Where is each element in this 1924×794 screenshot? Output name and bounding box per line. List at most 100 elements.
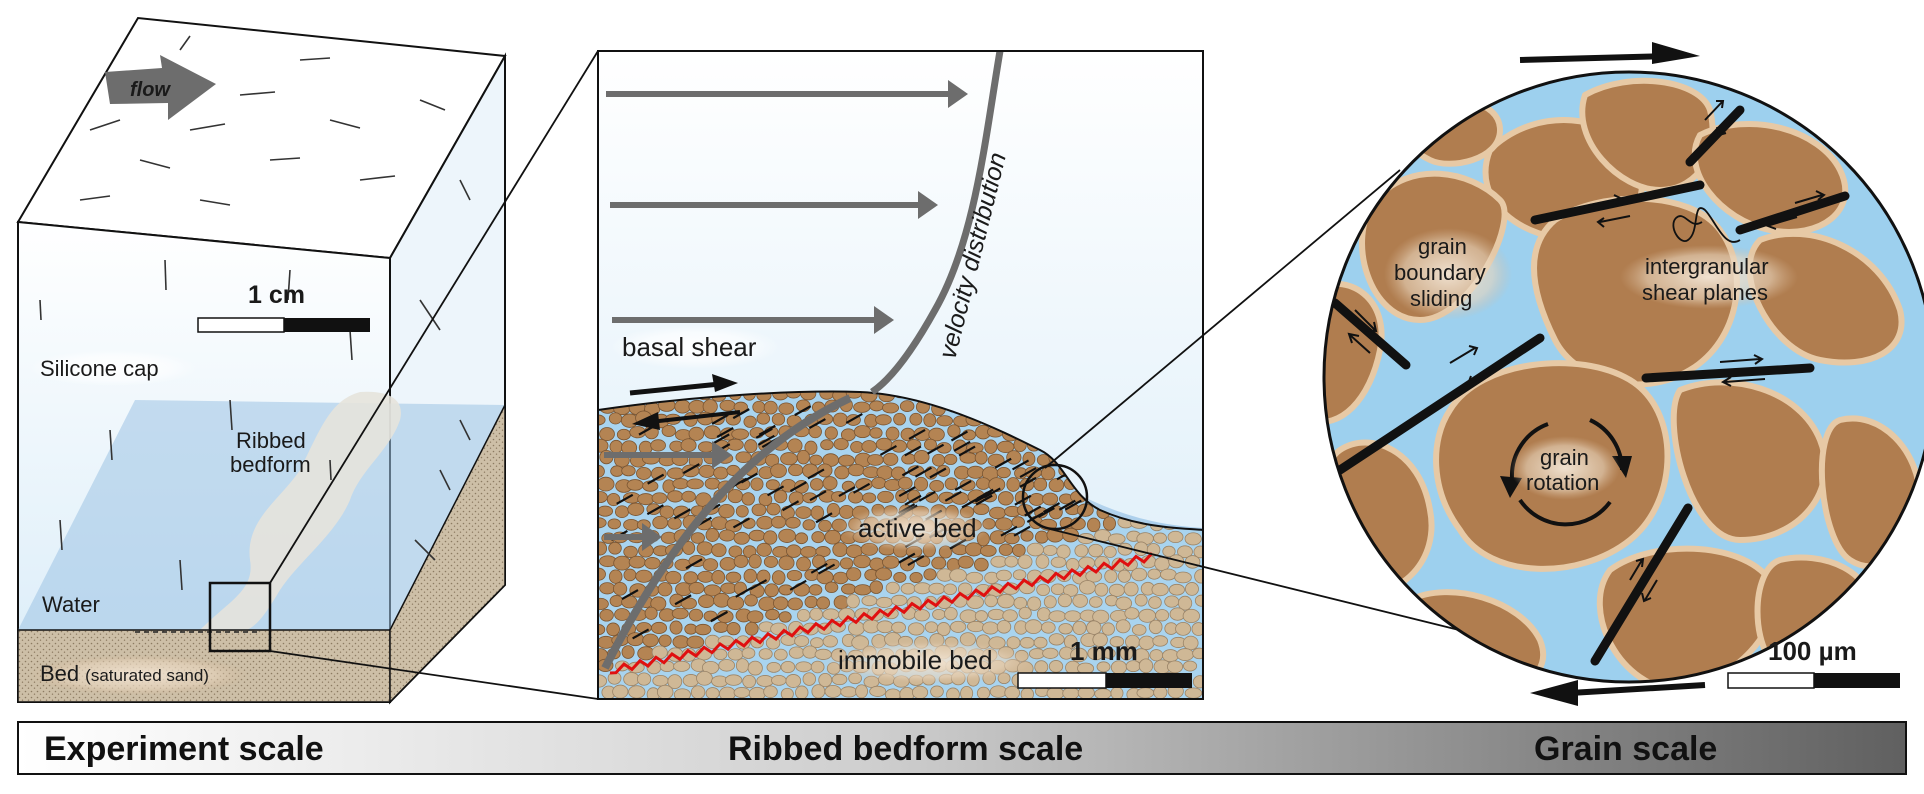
sand-grain bbox=[943, 453, 958, 465]
grain-circle-outline bbox=[1322, 70, 1924, 684]
sand-grain bbox=[847, 463, 865, 477]
sand-grain bbox=[650, 596, 667, 611]
shear-plane-tick bbox=[1011, 459, 1030, 471]
experiment-scale-bar-black bbox=[284, 318, 370, 332]
sand-grain bbox=[686, 478, 704, 490]
sand-grain bbox=[875, 414, 892, 426]
sand-grain bbox=[1092, 632, 1108, 648]
sand-grain bbox=[928, 582, 946, 595]
sand-grain bbox=[1048, 660, 1064, 673]
shear-plane-tick bbox=[898, 552, 916, 564]
sand-grain bbox=[628, 685, 646, 699]
sand-grain bbox=[598, 491, 608, 504]
sand-grain bbox=[690, 685, 706, 699]
sand-grain bbox=[794, 635, 810, 647]
shear-plane-tick bbox=[616, 493, 634, 505]
sand-grain bbox=[694, 623, 712, 636]
shear-plane-tick bbox=[976, 488, 994, 500]
sand-grain bbox=[1033, 477, 1048, 492]
shear-plane-tick bbox=[950, 430, 968, 442]
sand-grain bbox=[1057, 593, 1073, 608]
sand-grain bbox=[626, 479, 644, 491]
sand-grain bbox=[877, 490, 894, 504]
sand-grain bbox=[644, 606, 658, 620]
sand-grain bbox=[726, 622, 741, 636]
sand-grain bbox=[1107, 533, 1126, 545]
sand-grain bbox=[1149, 649, 1164, 662]
sand-grain bbox=[882, 452, 899, 466]
sand-grain bbox=[1024, 619, 1043, 635]
sand-grain bbox=[756, 542, 772, 557]
sand-grain bbox=[598, 541, 608, 556]
ribbed-bedform-label-line2: bedform bbox=[230, 452, 311, 477]
sand-grain bbox=[686, 635, 705, 649]
sand-grain bbox=[1102, 647, 1116, 659]
shear-plane-tick bbox=[782, 500, 800, 512]
sand-grain bbox=[818, 519, 832, 532]
scale-strip: Experiment scale Ribbed bedform scale Gr… bbox=[17, 721, 1907, 775]
sand-grain bbox=[658, 634, 672, 647]
shear-plane-tick bbox=[1019, 476, 1037, 488]
sand-grain bbox=[636, 672, 652, 686]
sand-grain bbox=[680, 438, 697, 453]
sand-grain bbox=[797, 608, 811, 622]
sand-grain bbox=[771, 413, 786, 426]
sand-grain bbox=[741, 492, 755, 506]
sand-grain bbox=[960, 685, 974, 699]
sand-grain bbox=[875, 437, 893, 451]
sand-grain bbox=[966, 595, 984, 609]
sand-grain bbox=[682, 674, 700, 688]
shear-plane-tick bbox=[711, 413, 729, 425]
sand-grain bbox=[703, 425, 721, 440]
sand-grain bbox=[1074, 544, 1089, 558]
shear-plane-tick bbox=[958, 445, 976, 457]
ribbed-bedform-label-line1: Ribbed bbox=[236, 428, 306, 453]
sand-grain bbox=[824, 684, 842, 698]
sand-grain bbox=[650, 466, 667, 481]
sand-grain bbox=[1017, 554, 1033, 569]
sand-grain bbox=[1108, 583, 1125, 597]
sand-grain bbox=[674, 558, 692, 571]
sand-grain bbox=[1028, 493, 1045, 506]
sand-grain bbox=[673, 505, 690, 519]
sand-grain bbox=[702, 558, 719, 572]
sand-grain bbox=[627, 502, 645, 516]
shear-plane-tick bbox=[994, 457, 1012, 469]
sand-grain bbox=[809, 454, 823, 466]
basal-shear-label: basal shear bbox=[622, 332, 757, 362]
sand-grain bbox=[976, 686, 991, 699]
sand-grain bbox=[696, 541, 714, 556]
sand-grain bbox=[1164, 595, 1180, 608]
sand-grain bbox=[811, 684, 826, 699]
sand-grain bbox=[973, 557, 989, 572]
sand-grain bbox=[838, 454, 855, 467]
sand-grain bbox=[1136, 687, 1155, 699]
sand-grain bbox=[1070, 647, 1088, 663]
sand-grain bbox=[690, 532, 705, 544]
grain-scale-title: Grain scale bbox=[1534, 730, 1717, 768]
sand-grain bbox=[788, 463, 804, 477]
sand-grain bbox=[756, 569, 771, 584]
shear-plane-tick bbox=[647, 473, 665, 485]
shear-plane-tick bbox=[904, 445, 922, 457]
sand-grain bbox=[766, 661, 782, 673]
sand-grain bbox=[980, 544, 997, 557]
sand-grain bbox=[606, 622, 620, 637]
sand-grain bbox=[1153, 532, 1167, 544]
sand-grain bbox=[833, 438, 849, 451]
sand-grain bbox=[944, 606, 958, 621]
sand-grain bbox=[809, 607, 824, 621]
sand-grain bbox=[748, 529, 766, 542]
sand-grain bbox=[1148, 619, 1163, 635]
shear-plane-tick bbox=[794, 405, 812, 417]
rotation-label-line2: rotation bbox=[1526, 470, 1599, 495]
shear-plane-tick bbox=[1064, 499, 1082, 511]
shear-plane-tick bbox=[755, 427, 773, 439]
sand-grain bbox=[1088, 543, 1104, 558]
sand-grain bbox=[1026, 542, 1045, 557]
sand-grain bbox=[788, 646, 805, 659]
sand-grain bbox=[623, 545, 638, 558]
sand-grain bbox=[1123, 581, 1139, 597]
sand-grain bbox=[1050, 583, 1065, 596]
